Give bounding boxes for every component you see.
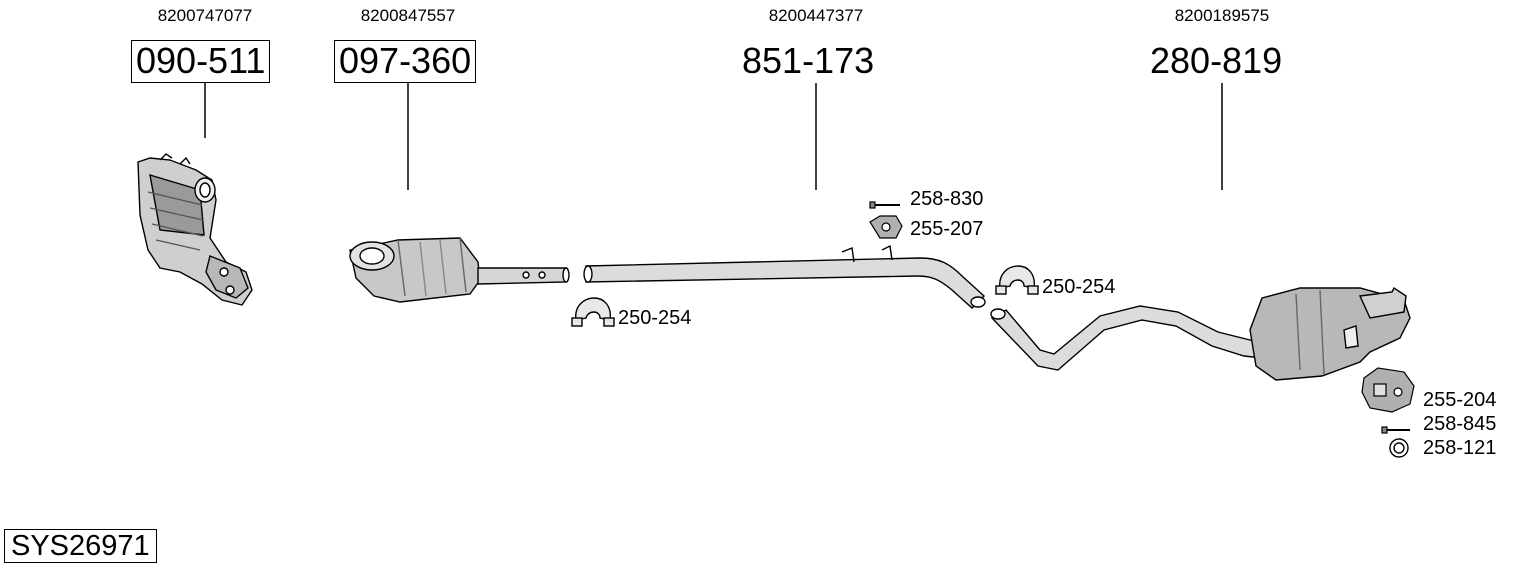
- accessory-rubber-front[interactable]: 255-207: [910, 218, 984, 240]
- bolt-rear-icon: [1381, 426, 1410, 434]
- clamp-front-icon: [571, 297, 615, 327]
- oem-number-3: 8200447377: [768, 6, 864, 25]
- accessory-rubber-rear[interactable]: 255-204: [1423, 389, 1497, 411]
- rubber-mount-rear-icon: [1361, 367, 1415, 413]
- accessory-clamp-mid[interactable]: 250-254: [1042, 276, 1116, 298]
- rubber-mount-front-icon: [869, 215, 903, 239]
- clamp-mid-icon: [995, 265, 1039, 295]
- system-code: SYS26971: [4, 529, 157, 563]
- particulate-filter: [349, 237, 570, 303]
- accessory-bolt-front[interactable]: 258-830: [910, 188, 984, 210]
- accessory-bolt-rear[interactable]: 258-845: [1423, 413, 1497, 435]
- intermediate-pipe: [583, 244, 986, 309]
- part-number-2[interactable]: 097-360: [334, 40, 477, 83]
- accessory-ring-rear[interactable]: 258-121: [1423, 437, 1497, 459]
- part-number-1[interactable]: 090-511: [131, 40, 271, 83]
- rear-silencer: [990, 286, 1411, 381]
- accessory-clamp-front[interactable]: 250-254: [618, 307, 692, 329]
- oem-number-1: 8200747077: [157, 6, 253, 25]
- oem-number-2: 8200847557: [360, 6, 456, 25]
- oem-number-4: 8200189575: [1174, 6, 1270, 25]
- catalytic-converter: [137, 153, 253, 306]
- part-number-4[interactable]: 280-819: [1150, 40, 1283, 81]
- bolt-front-icon: [869, 201, 900, 209]
- part-number-3[interactable]: 851-173: [742, 40, 875, 81]
- ring-rear-icon: [1389, 438, 1409, 458]
